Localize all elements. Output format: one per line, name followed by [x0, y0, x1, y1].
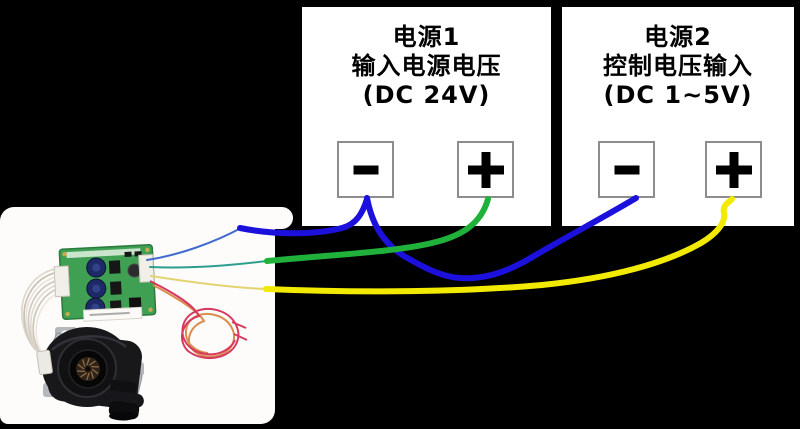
power-supply-1-title: 电源1 输入电源电压 (DC 24V) [302, 23, 551, 110]
ps2-positive-terminal: + [705, 141, 762, 198]
plus-sign-icon [481, 151, 490, 188]
device-photo-edge [228, 207, 293, 229]
ps1-negative-label: - [339, 143, 340, 144]
plus-sign-icon [729, 151, 738, 188]
ps2-negative-terminal: - [598, 141, 655, 198]
power-supply-2-panel: 电源2 控制电压输入 (DC 1~5V) - + [558, 3, 798, 230]
power-supply-1-panel: 电源1 输入电源电压 (DC 24V) - + [298, 3, 555, 230]
minus-sign-icon [353, 165, 378, 174]
ps2-description: 控制电压输入 [603, 52, 753, 80]
ps2-name: 电源2 [644, 23, 712, 51]
ps1-positive-label: + [459, 143, 460, 144]
ps2-negative-label: - [600, 143, 601, 144]
ps2-rating: (DC 1~5V) [603, 81, 753, 109]
ps1-positive-terminal: + [457, 141, 514, 198]
minus-sign-icon [614, 165, 639, 174]
ps2-positive-label: + [707, 143, 708, 144]
ps1-description: 输入电源电压 [351, 52, 502, 80]
ps1-negative-terminal: - [337, 141, 394, 198]
power-supply-2-title: 电源2 控制电压输入 (DC 1~5V) [562, 23, 794, 110]
ps1-rating: (DC 24V) [362, 81, 491, 109]
ps1-name: 电源1 [392, 23, 461, 51]
device-photo [0, 207, 275, 424]
